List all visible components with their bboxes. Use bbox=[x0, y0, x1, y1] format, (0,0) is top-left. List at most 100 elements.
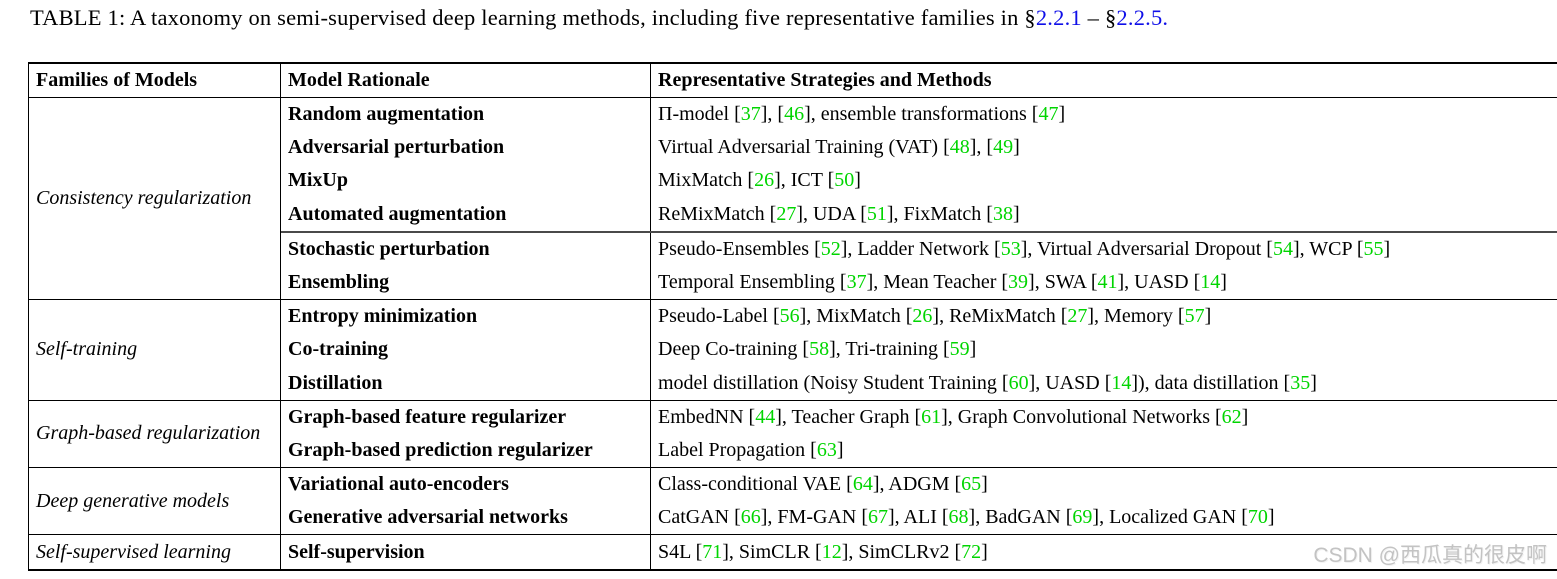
table-header-row: Families of Models Model Rationale Repre… bbox=[29, 64, 1557, 98]
citation-link[interactable]: 41 bbox=[1097, 271, 1118, 294]
rationale-cell: Graph-based feature regularizer bbox=[281, 400, 651, 434]
citation-link[interactable]: 52 bbox=[820, 237, 841, 260]
citation-link[interactable]: 69 bbox=[1072, 506, 1093, 529]
citation-link[interactable]: 59 bbox=[949, 338, 970, 361]
citation-link[interactable]: 46 bbox=[784, 103, 805, 126]
caption-separator: – § bbox=[1081, 5, 1117, 30]
citation-link[interactable]: 26 bbox=[912, 305, 933, 328]
family-rows: Random augmentation Π-model [37], [46], e… bbox=[281, 98, 1557, 300]
table-row: Entropy minimization Pseudo-Label [56], M… bbox=[281, 300, 1557, 334]
family-name: Deep generative models bbox=[29, 468, 281, 535]
taxonomy-table: Families of Models Model Rationale Repre… bbox=[28, 62, 1557, 571]
methods-cell: Label Propagation [63] bbox=[658, 438, 844, 461]
table-row: Random augmentation Π-model [37], [46], e… bbox=[281, 98, 1557, 132]
table-caption: TABLE 1: A taxonomy on semi-supervised d… bbox=[30, 5, 1168, 31]
citation-link[interactable]: 65 bbox=[961, 473, 982, 496]
methods-cell: Pseudo-Label [56], MixMatch [26], ReMixM… bbox=[658, 305, 1212, 328]
citation-link[interactable]: 67 bbox=[867, 506, 888, 529]
header-families-of-models: Families of Models bbox=[29, 64, 281, 97]
header-model-rationale: Model Rationale bbox=[281, 64, 651, 97]
citation-link[interactable]: 72 bbox=[961, 540, 982, 563]
methods-cell: Virtual Adversarial Training (VAT) [48],… bbox=[658, 136, 1020, 159]
citation-link[interactable]: 62 bbox=[1221, 405, 1242, 428]
rationale-cell: Generative adversarial networks bbox=[281, 501, 651, 535]
citation-link[interactable]: 48 bbox=[949, 136, 970, 159]
table-row: Co-training Deep Co-training [58], Tri-tr… bbox=[281, 333, 1557, 367]
methods-cell: Deep Co-training [58], Tri-training [59] bbox=[658, 338, 977, 361]
citation-link[interactable]: 35 bbox=[1290, 371, 1311, 394]
family-name: Consistency regularization bbox=[29, 98, 281, 300]
table-row: Variational auto-encoders Class-condition… bbox=[281, 468, 1557, 502]
rationale-cell: Co-training bbox=[281, 333, 651, 367]
methods-cell: Temporal Ensembling [37], Mean Teacher [… bbox=[658, 271, 1227, 294]
citation-link[interactable]: 37 bbox=[740, 103, 761, 126]
rationale-cell: Stochastic perturbation bbox=[281, 232, 651, 266]
citation-link[interactable]: 61 bbox=[921, 405, 942, 428]
citation-link[interactable]: 12 bbox=[821, 540, 842, 563]
citation-link[interactable]: 55 bbox=[1363, 237, 1384, 260]
row-group: Variational auto-encoders Class-condition… bbox=[281, 468, 1557, 535]
rationale-cell: Entropy minimization bbox=[281, 300, 651, 334]
methods-cell: Π-model [37], [46], ensemble transformat… bbox=[658, 103, 1066, 126]
citation-link[interactable]: 39 bbox=[1008, 271, 1029, 294]
methods-cell: ReMixMatch [27], UDA [51], FixMatch [38] bbox=[658, 202, 1020, 225]
citation-link[interactable]: 37 bbox=[846, 271, 867, 294]
row-group: Entropy minimization Pseudo-Label [56], M… bbox=[281, 300, 1557, 400]
citation-link[interactable]: 70 bbox=[1247, 506, 1268, 529]
citation-link[interactable]: 51 bbox=[866, 202, 887, 225]
section-link-2-2-1[interactable]: 2.2.1 bbox=[1035, 5, 1082, 30]
rationale-cell: Variational auto-encoders bbox=[281, 468, 651, 502]
methods-cell: Class-conditional VAE [64], ADGM [65] bbox=[658, 473, 988, 496]
methods-cell: MixMatch [26], ICT [50] bbox=[658, 169, 861, 192]
citation-link[interactable]: 49 bbox=[993, 136, 1014, 159]
citation-link[interactable]: 63 bbox=[816, 438, 837, 461]
citation-link[interactable]: 60 bbox=[1008, 371, 1029, 394]
citation-link[interactable]: 56 bbox=[779, 305, 800, 328]
citation-link[interactable]: 14 bbox=[1200, 271, 1221, 294]
citation-link[interactable]: 57 bbox=[1184, 305, 1205, 328]
section-link-2-2-5[interactable]: 2.2.5 bbox=[1116, 5, 1163, 30]
table-row: Graph-based prediction regularizer Label … bbox=[281, 433, 1557, 468]
citation-link[interactable]: 14 bbox=[1111, 371, 1132, 394]
row-group: Random augmentation Π-model [37], [46], e… bbox=[281, 98, 1557, 231]
header-representative-strategies: Representative Strategies and Methods bbox=[658, 69, 992, 91]
citation-link[interactable]: 64 bbox=[852, 473, 873, 496]
citation-link[interactable]: 38 bbox=[992, 202, 1013, 225]
caption-period: . bbox=[1162, 5, 1169, 30]
family-name: Graph-based regularization bbox=[29, 400, 281, 468]
citation-link[interactable]: 50 bbox=[834, 169, 855, 192]
citation-link[interactable]: 54 bbox=[1272, 237, 1293, 260]
citation-link[interactable]: 71 bbox=[702, 540, 723, 563]
citation-link[interactable]: 27 bbox=[776, 202, 797, 225]
citation-link[interactable]: 26 bbox=[754, 169, 775, 192]
caption-text: TABLE 1: A taxonomy on semi-supervised d… bbox=[30, 5, 1036, 30]
citation-link[interactable]: 68 bbox=[948, 506, 969, 529]
citation-link[interactable]: 53 bbox=[1000, 237, 1021, 260]
citation-link[interactable]: 47 bbox=[1038, 103, 1059, 126]
citation-link[interactable]: 66 bbox=[740, 506, 761, 529]
rationale-cell: Graph-based prediction regularizer bbox=[281, 433, 651, 468]
citation-link[interactable]: 58 bbox=[809, 338, 830, 361]
family-name: Self-supervised learning bbox=[29, 535, 281, 569]
citation-link[interactable]: 44 bbox=[755, 405, 776, 428]
family-name: Self-training bbox=[29, 300, 281, 400]
citation-link[interactable]: 27 bbox=[1067, 305, 1088, 328]
rationale-cell: Random augmentation bbox=[281, 98, 651, 132]
